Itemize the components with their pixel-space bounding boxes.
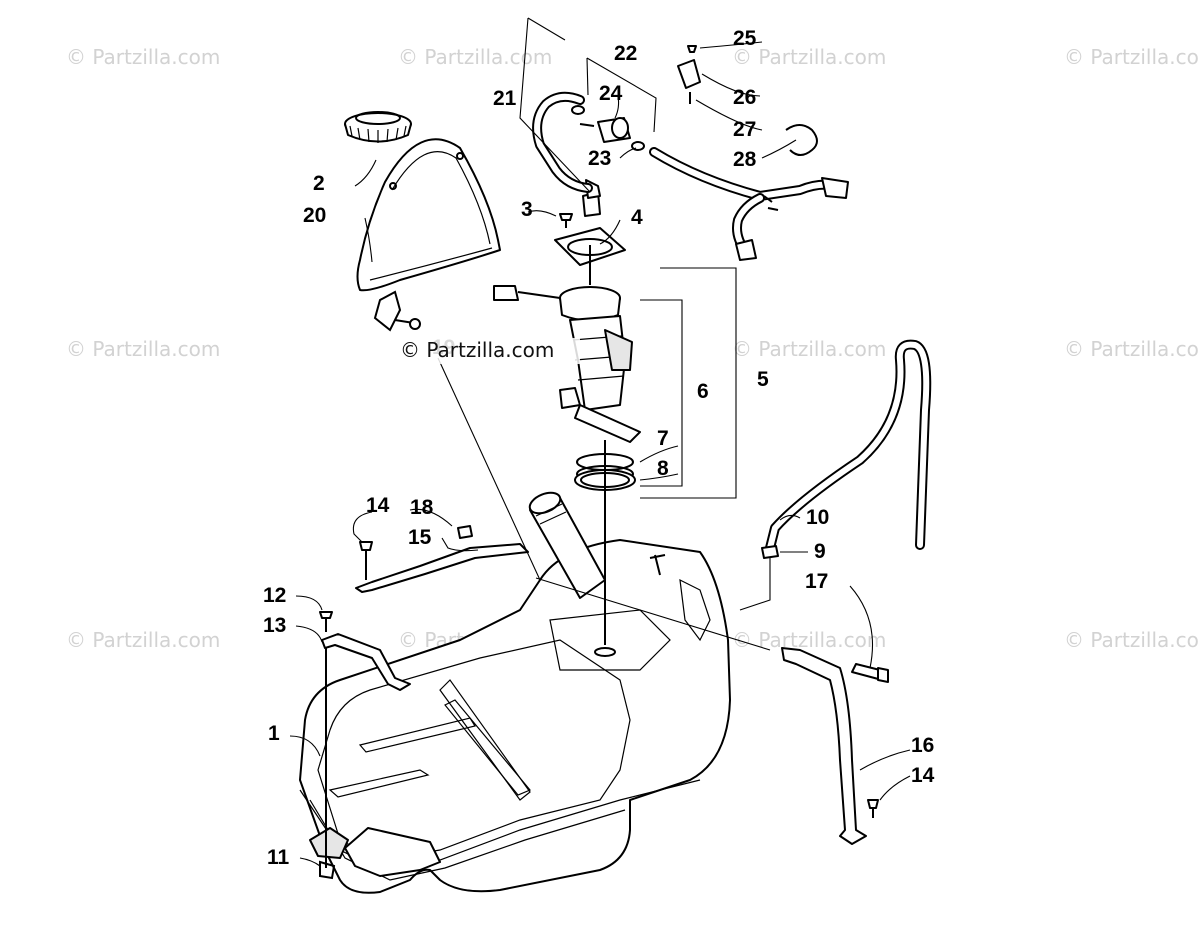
watermark-layer: © Partzilla.com © Partzilla.com © Partzi… [66, 45, 1200, 652]
callout-9: 9 [814, 540, 826, 563]
fuel-tank [299, 491, 731, 894]
hose-clamps [677, 45, 818, 156]
callout-24: 24 [599, 82, 623, 105]
watermark: © Partzilla.com [1064, 628, 1200, 652]
callout-labels: 1 2 3 4 5 6 7 8 9 10 11 12 13 14 14 15 1… [263, 27, 935, 869]
callout-20: 20 [303, 204, 326, 227]
watermark: © Partzilla.com [1064, 45, 1200, 69]
fuel-hoses [532, 91, 849, 261]
callout-13: 13 [263, 614, 286, 637]
watermark: © Partzilla.com [1064, 337, 1200, 361]
watermark-featured: © Partzilla.com [400, 338, 554, 362]
brackets-and-fasteners [319, 525, 889, 868]
callout-14: 14 [911, 764, 935, 787]
vent-hose [761, 339, 932, 559]
fuel-cap-and-shield [344, 111, 501, 332]
callout-17: 17 [805, 570, 828, 593]
leader-lines [289, 17, 911, 867]
watermark: © Partzilla.com [66, 628, 220, 652]
watermark: © Partzilla.com [66, 337, 220, 361]
callout-7: 7 [657, 427, 669, 450]
watermark: © Partzilla.com [732, 628, 886, 652]
watermark: © Partzilla.com [66, 45, 220, 69]
callout-22: 22 [614, 42, 637, 65]
callout-11: 11 [267, 846, 290, 869]
callout-23: 23 [588, 147, 611, 170]
callout-12: 12 [263, 584, 286, 607]
callout-27: 27 [733, 118, 756, 141]
callout-25: 25 [733, 27, 757, 50]
watermark: © Partzilla.com [398, 45, 552, 69]
callout-21: 21 [493, 87, 517, 110]
callout-2: 2 [313, 172, 325, 195]
callout-3: 3 [521, 198, 533, 221]
callout-1: 1 [268, 722, 280, 745]
callout-15: 15 [408, 526, 432, 549]
callout-6: 6 [697, 380, 709, 403]
callout-26: 26 [733, 86, 756, 109]
callout-8: 8 [657, 457, 669, 480]
callout-5: 5 [757, 368, 769, 391]
watermark: © Partzilla.com [732, 337, 886, 361]
watermark-backdrop [400, 338, 580, 364]
callout-14: 14 [366, 494, 390, 517]
callout-10: 10 [806, 506, 829, 529]
callout-28: 28 [733, 148, 757, 171]
callout-16: 16 [911, 734, 934, 757]
fuel-pump-module [493, 179, 641, 645]
callout-18: 18 [410, 496, 434, 519]
callout-4: 4 [631, 206, 643, 229]
watermark: © Partzilla.com [732, 45, 886, 69]
